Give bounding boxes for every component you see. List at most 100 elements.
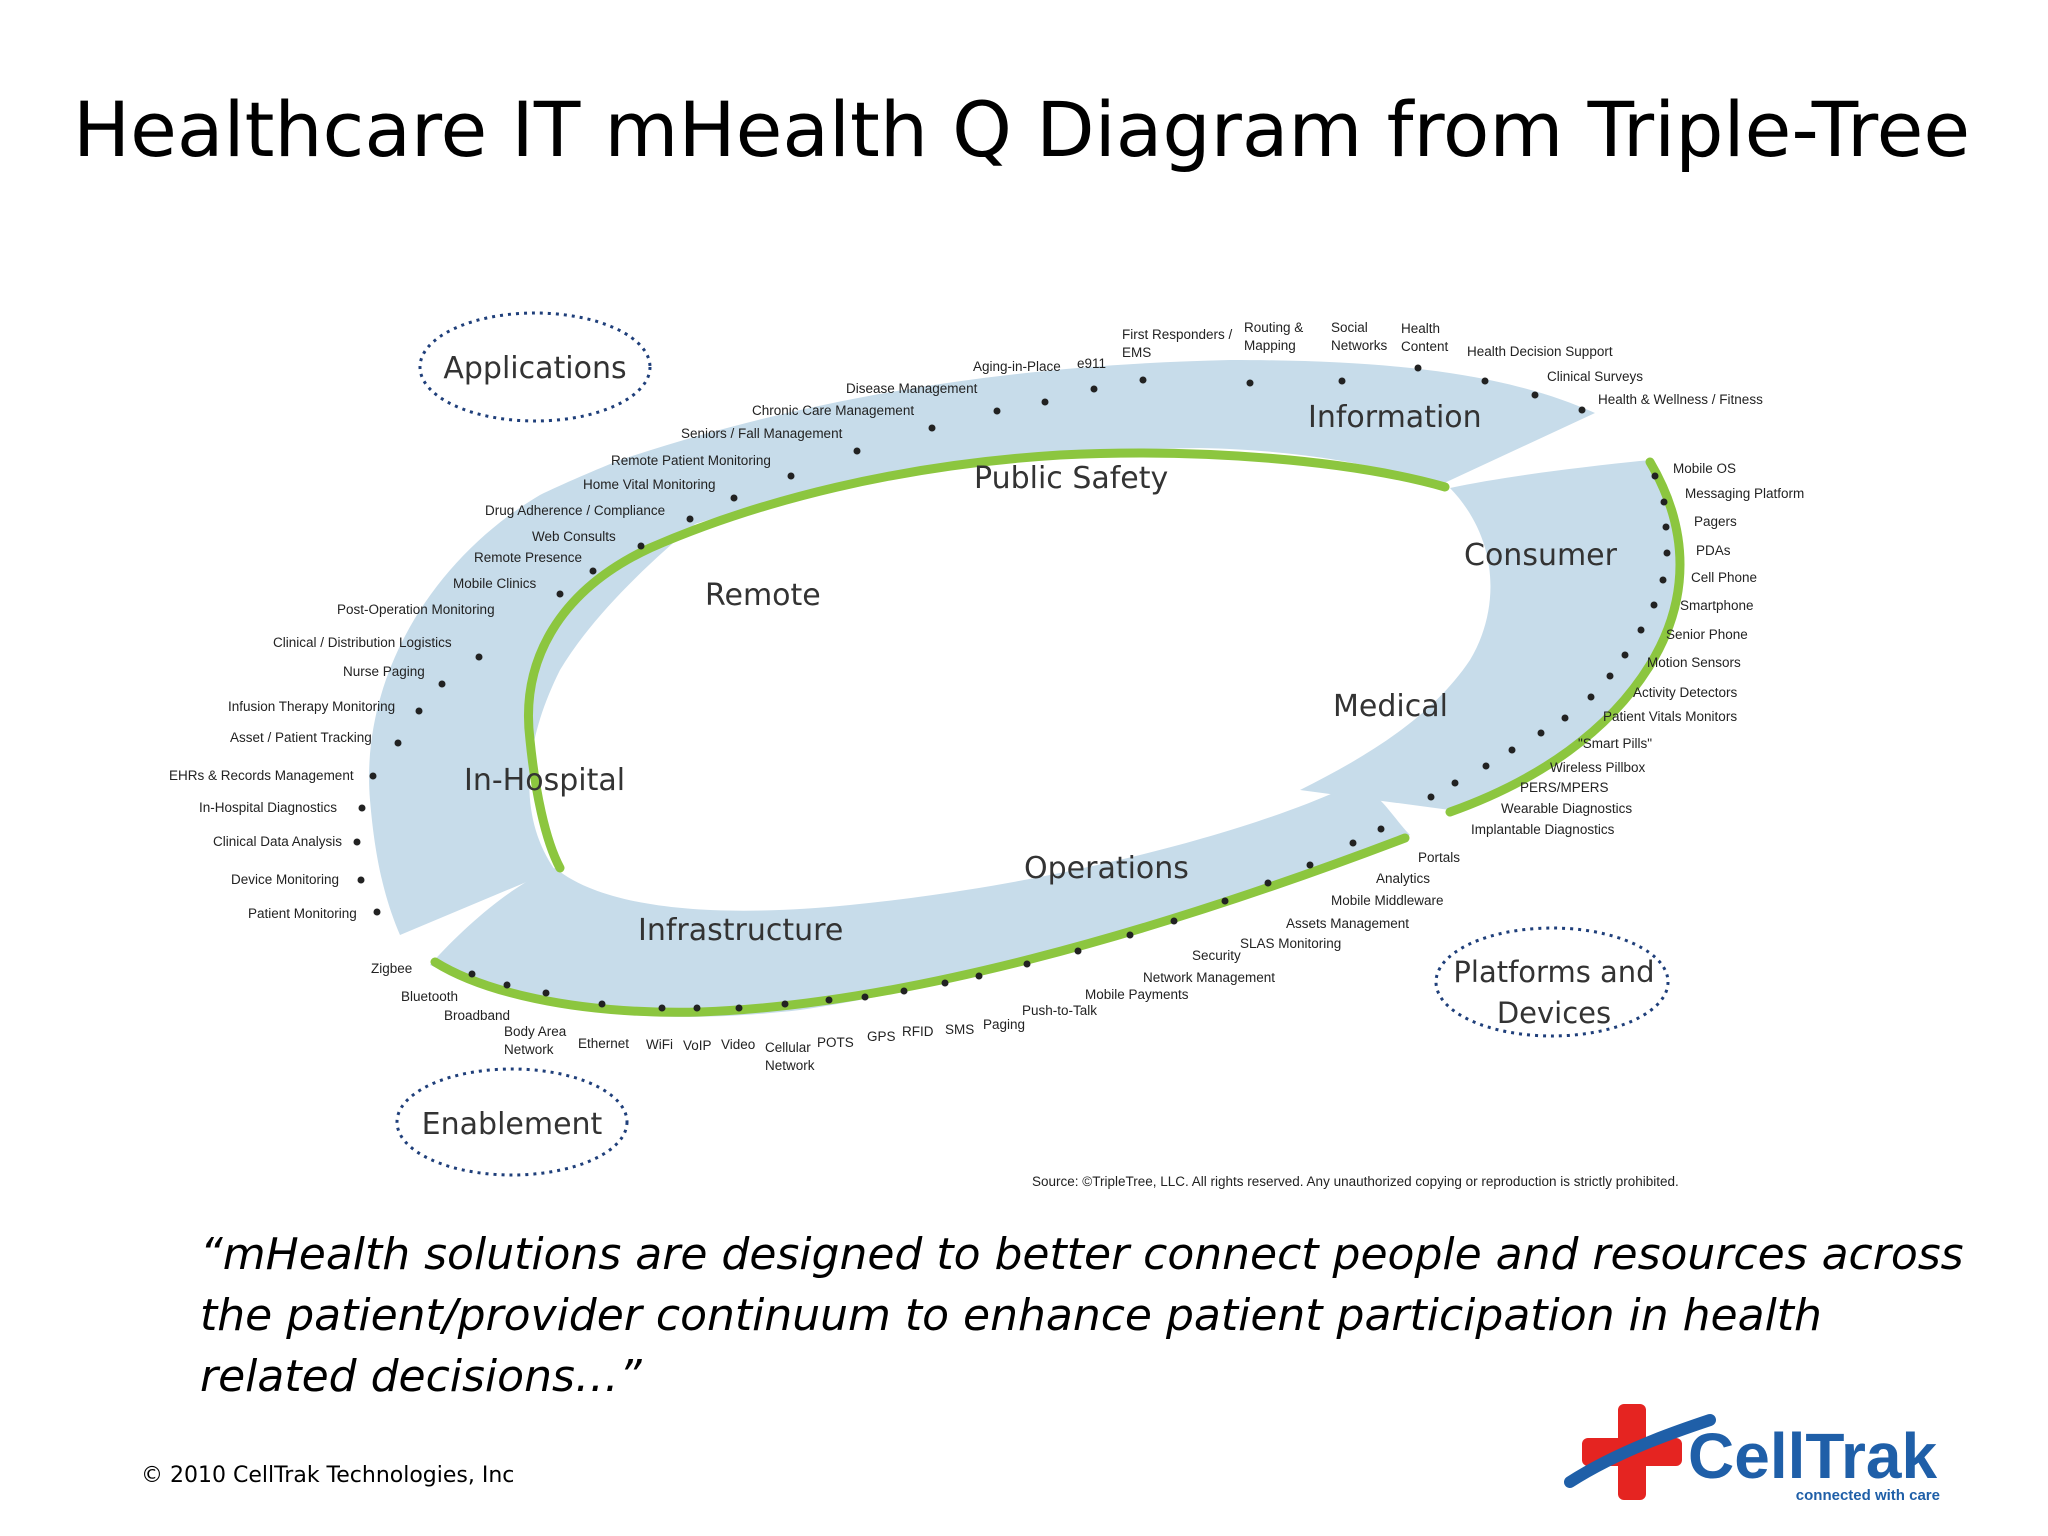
- item-seniors-fall: Seniors / Fall Management: [681, 426, 843, 441]
- item-dot: [1349, 839, 1357, 847]
- item-motion-sensors: Motion Sensors: [1647, 655, 1741, 670]
- item-dot: [1377, 825, 1385, 833]
- item-dot: [1427, 793, 1435, 801]
- item-smart-pills: "Smart Pills": [1578, 736, 1652, 751]
- item-dot: [825, 996, 833, 1004]
- item-push-to-talk: Push-to-Talk: [1022, 1003, 1097, 1018]
- item-dot: [394, 739, 402, 747]
- item-assets-management: Assets Management: [1286, 916, 1409, 931]
- item-dot: [1482, 762, 1490, 770]
- segment-medical: Medical: [1333, 689, 1448, 724]
- item-nurse-paging: Nurse Paging: [343, 664, 425, 679]
- item-dot: [556, 590, 564, 598]
- item-ethernet: Ethernet: [578, 1036, 629, 1051]
- item-body-area: Body Area: [504, 1024, 567, 1039]
- applications-oval: [418, 311, 652, 423]
- platforms-label-line2: Devices: [1497, 996, 1611, 1030]
- item-clinical-data: Clinical Data Analysis: [213, 834, 342, 849]
- item-dot: [1246, 379, 1254, 387]
- item-patient-monitoring: Patient Monitoring: [248, 906, 357, 921]
- ring-consumer-segment: [1300, 460, 1679, 810]
- item-senior-phone: Senior Phone: [1666, 627, 1748, 642]
- green-band-bottom: [430, 833, 1410, 1017]
- logo-cross-icon: [1564, 1404, 1716, 1500]
- copyright: © 2010 CellTrak Technologies, Inc: [141, 1463, 515, 1488]
- item-dot: [781, 1000, 789, 1008]
- item-messaging-platform: Messaging Platform: [1685, 486, 1804, 501]
- item-cellular: Cellular: [765, 1040, 811, 1055]
- item-dot: [1414, 364, 1422, 372]
- item-dot: [542, 989, 550, 997]
- item-bluetooth: Bluetooth: [401, 989, 458, 1004]
- item-dot: [1126, 931, 1134, 939]
- item-dot: [1023, 960, 1031, 968]
- item-dot: [1531, 391, 1539, 399]
- item-paging: Paging: [983, 1017, 1025, 1032]
- item-ems: EMS: [1122, 345, 1151, 360]
- item-dot: [373, 908, 381, 916]
- item-remote-presence: Remote Presence: [474, 550, 582, 565]
- item-dot: [1637, 626, 1645, 634]
- item-dot: [730, 494, 738, 502]
- item-dot: [1481, 377, 1489, 385]
- item-chronic-care: Chronic Care Management: [752, 403, 914, 418]
- item-dot: [735, 1004, 743, 1012]
- item-dot: [1537, 729, 1545, 737]
- item-home-vital: Home Vital Monitoring: [583, 477, 716, 492]
- item-dot: [353, 838, 361, 846]
- item-dot: [1578, 406, 1586, 414]
- logo-name: CellTrak: [1688, 1420, 1937, 1492]
- item-activity-detectors: Activity Detectors: [1633, 685, 1738, 700]
- segment-infrastructure: Infrastructure: [638, 913, 843, 948]
- item-post-operation: Post-Operation Monitoring: [337, 602, 495, 617]
- item-dot: [468, 970, 476, 978]
- item-dots: [353, 364, 1671, 1012]
- segment-consumer: Consumer: [1464, 538, 1618, 573]
- platforms-oval: [1434, 926, 1670, 1038]
- item-mobile-clinics: Mobile Clinics: [453, 576, 537, 591]
- green-band-right: [1445, 457, 1685, 817]
- item-drug-adherence: Drug Adherence / Compliance: [485, 503, 665, 518]
- item-infusion-therapy: Infusion Therapy Monitoring: [228, 699, 395, 714]
- item-security: Security: [1192, 948, 1241, 963]
- item-dot: [658, 1004, 666, 1012]
- item-dot: [1170, 917, 1178, 925]
- item-dot: [1662, 523, 1670, 531]
- item-dot: [861, 993, 869, 1001]
- item-dot: [941, 979, 949, 987]
- ring-operations-segment: [430, 790, 1410, 1017]
- item-first-responders: First Responders /: [1122, 327, 1233, 342]
- logo-tagline: connected with care: [1796, 1487, 1940, 1504]
- item-dot: [1659, 576, 1667, 584]
- item-mobile-middleware: Mobile Middleware: [1331, 893, 1444, 908]
- item-pers: PERS/MPERS: [1520, 780, 1609, 795]
- item-dot: [503, 981, 511, 989]
- item-video: Video: [721, 1037, 755, 1052]
- item-disease-management: Disease Management: [846, 381, 978, 396]
- category-platforms: Platforms and Devices: [1434, 926, 1670, 1038]
- item-dot: [1587, 693, 1595, 701]
- item-health-decision-support: Health Decision Support: [1467, 344, 1613, 359]
- item-dot: [1651, 472, 1659, 480]
- item-dot: [1306, 861, 1314, 869]
- item-dot: [438, 680, 446, 688]
- celltrak-logo: CellTrak connected with care: [1564, 1404, 1940, 1504]
- item-gps: GPS: [867, 1029, 896, 1044]
- enablement-oval: [395, 1067, 629, 1177]
- item-dot: [1451, 779, 1459, 787]
- item-dot: [415, 707, 423, 715]
- category-enablement: Enablement: [395, 1067, 629, 1177]
- item-cell-phone: Cell Phone: [1691, 570, 1757, 585]
- item-dot: [693, 1004, 701, 1012]
- item-dot: [1338, 377, 1346, 385]
- item-cellular-network: Network: [765, 1058, 815, 1073]
- segment-remote: Remote: [705, 578, 821, 613]
- item-clinical-surveys: Clinical Surveys: [1547, 369, 1643, 384]
- item-labels: First Responders / EMS Routing & Mapping…: [169, 320, 1804, 1073]
- green-band-top: [524, 448, 1450, 873]
- item-smartphone: Smartphone: [1680, 598, 1754, 613]
- item-mobile-os: Mobile OS: [1673, 461, 1736, 476]
- enablement-label: Enablement: [422, 1107, 603, 1142]
- item-broadband: Broadband: [444, 1008, 510, 1023]
